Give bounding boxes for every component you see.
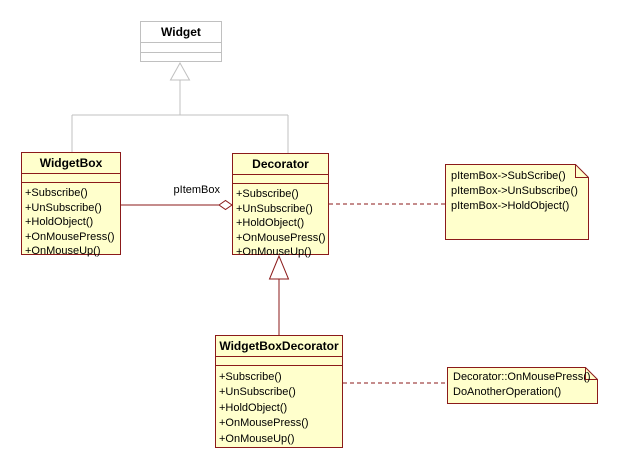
class-widgetbox[interactable]: WidgetBox +Subscribe() +UnSubscribe() +Hol… bbox=[21, 152, 121, 257]
note-shape-icon bbox=[447, 367, 598, 404]
class-decorator-title: Decorator bbox=[233, 154, 328, 175]
method-item: +Subscribe() bbox=[219, 371, 282, 383]
method-item: +UnSubscribe() bbox=[219, 386, 296, 399]
method-item: +OnMouseUp() bbox=[219, 432, 295, 445]
class-widgetboxdecorator-methods: +Subscribe() +UnSubscribe() +HoldObject() +… bbox=[216, 366, 342, 447]
class-widgetboxdecorator-attributes-compartment bbox=[216, 357, 342, 366]
class-widgetbox-title: WidgetBox bbox=[22, 153, 120, 174]
note-decorator-delegation-text: pItemBox->SubScribe() pItemBox->UnSubscri… bbox=[451, 169, 578, 214]
method-item: +UnSubscribe() bbox=[25, 201, 102, 214]
class-decorator-attributes-compartment bbox=[233, 175, 328, 184]
class-widget-title: Widget bbox=[141, 22, 221, 43]
method-item: +OnMouseUp() bbox=[25, 245, 101, 257]
note-line: pItemBox->UnSubscribe() bbox=[451, 185, 578, 197]
method-item: +HoldObject() bbox=[25, 216, 94, 228]
note-line: pItemBox->SubScribe() bbox=[451, 170, 566, 182]
note-decorator-delegation[interactable]: pItemBox->SubScribe() pItemBox->UnSubscri… bbox=[445, 164, 589, 240]
note-onmousepress-override-text: Decorator::OnMousePress()DoAnotherOperat… bbox=[453, 370, 591, 400]
note-line: Decorator::OnMousePress() bbox=[453, 371, 591, 383]
class-widgetbox-methods: +Subscribe() +UnSubscribe() +HoldObject() +… bbox=[22, 183, 120, 259]
generalization-triangle-widget-icon bbox=[169, 61, 191, 81]
class-decorator-methods: +Subscribe() +UnSubscribe() +HoldObject() +… bbox=[233, 184, 328, 260]
note-shape-icon bbox=[445, 164, 589, 240]
class-decorator[interactable]: Decorator +Subscribe() +UnSubscribe() +Hol… bbox=[232, 153, 329, 258]
method-item: +OnMousePress() bbox=[25, 230, 115, 243]
note-onmousepress-override[interactable]: Decorator::OnMousePress()DoAnotherOperat… bbox=[447, 367, 598, 404]
aggregation-role-label: pItemBox bbox=[173, 184, 220, 196]
method-item: +OnMouseUp() bbox=[236, 246, 312, 258]
method-item: +Subscribe() bbox=[236, 188, 299, 200]
aggregation-diamond-icon bbox=[218, 199, 233, 211]
method-item: +HoldObject() bbox=[219, 401, 288, 414]
class-widgetboxdecorator[interactable]: WidgetBoxDecorator +Subscribe() +UnSubscr… bbox=[215, 335, 343, 448]
note-line: pItemBox->HoldObject() bbox=[451, 200, 570, 212]
method-item: +UnSubscribe() bbox=[236, 202, 313, 215]
class-widget[interactable]: Widget bbox=[140, 21, 222, 62]
method-item: +OnMousePress() bbox=[236, 231, 326, 244]
class-widgetboxdecorator-title: WidgetBoxDecorator bbox=[216, 336, 342, 357]
method-item: +HoldObject() bbox=[236, 217, 305, 229]
method-item: +Subscribe() bbox=[25, 187, 88, 199]
method-item: +OnMousePress() bbox=[219, 417, 309, 430]
class-widget-attributes-compartment bbox=[141, 43, 221, 53]
class-widgetbox-attributes-compartment bbox=[22, 174, 120, 183]
note-line: DoAnotherOperation() bbox=[453, 386, 562, 398]
